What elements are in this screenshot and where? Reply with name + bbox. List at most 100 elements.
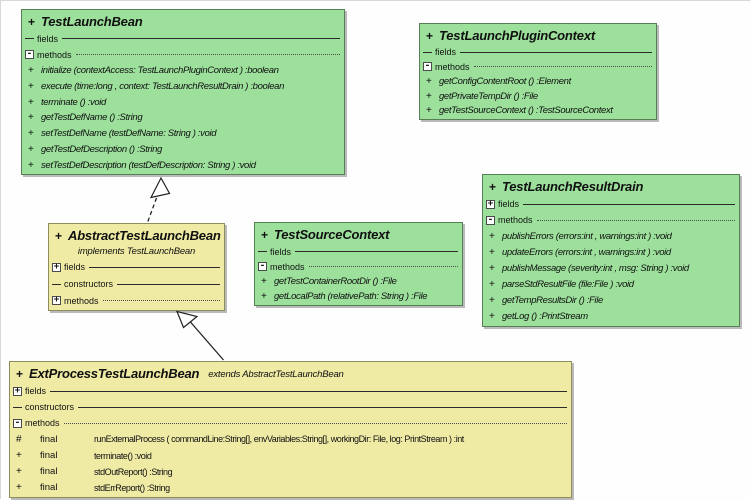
member-visibility: + — [28, 64, 34, 76]
section-label: methods — [64, 295, 99, 306]
member-row[interactable]: +publishMessage (severity:int , msg: Str… — [483, 261, 739, 277]
class-title-row[interactable]: +AbstractTestLaunchBean — [49, 225, 224, 245]
member-visibility: + — [28, 128, 34, 140]
collapse-icon[interactable]: - — [423, 61, 432, 72]
implements-clause: implements TestLaunchBean — [77, 246, 196, 257]
collapse-icon[interactable]: - — [486, 214, 495, 225]
class-title-row[interactable]: +TestLaunchResultDrain — [483, 176, 739, 196]
extends-clause: extends AbstractTestLaunchBean — [208, 369, 344, 380]
member-signature: getTestSourceContext () :TestSourceConte… — [439, 105, 613, 117]
section-rule — [89, 266, 220, 268]
member-row[interactable]: + getTestSourceContext () :TestSourceCont… — [420, 103, 656, 118]
member-signature: terminate () :void — [41, 96, 106, 108]
member-visibility: + — [261, 291, 267, 302]
member-row[interactable]: +getLog () :PrintStream — [483, 309, 739, 325]
section-row-fields: +fields — [10, 383, 571, 399]
expand-icon[interactable]: + — [52, 261, 61, 272]
member-visibility: + — [489, 295, 495, 307]
member-signature: getConfigContentRoot () :Element — [439, 75, 571, 87]
section-label: constructors — [25, 402, 75, 413]
collapse-icon[interactable]: - — [258, 261, 267, 271]
visibility-marker: + — [55, 228, 63, 243]
section-row-methods: +methods — [49, 292, 224, 309]
expand-icon[interactable]: + — [13, 385, 22, 396]
member-visibility: # — [16, 433, 22, 445]
class-box-testlaunchresultdrain[interactable]: +TestLaunchResultDrain+fields-methods+pu… — [482, 174, 740, 327]
class-name: ExtProcessTestLaunchBean — [29, 366, 200, 381]
member-visibility: + — [489, 279, 495, 291]
member-visibility: + — [16, 466, 22, 478]
member-modifier: final — [40, 482, 58, 494]
member-row[interactable]: +getTestDefName () :String — [22, 110, 344, 126]
member-signature: getTestDefName () :String — [41, 112, 143, 124]
member-signature: getTestContainerRootDir () :File — [274, 276, 397, 287]
section-rule — [117, 283, 220, 285]
section-label: methods — [498, 215, 533, 226]
member-row[interactable]: + setTestDefDescription (testDefDescripti… — [22, 157, 344, 173]
section-rule — [50, 390, 567, 392]
member-visibility: + — [28, 80, 34, 92]
section-label: methods — [25, 418, 60, 429]
member-signature: terminate() :void — [94, 450, 152, 461]
section-label: fields — [64, 262, 86, 273]
collapse-icon[interactable]: - — [13, 417, 22, 428]
section-rule — [473, 66, 652, 68]
member-row[interactable]: +getTestDefDescription () :String — [22, 141, 344, 157]
section-label: constructors — [64, 279, 114, 289]
member-row[interactable]: + terminate () :void — [22, 94, 344, 110]
class-name: TestSourceContext — [274, 227, 390, 242]
section-label: fields — [435, 47, 457, 58]
visibility-marker: + — [28, 14, 36, 29]
visibility-marker: + — [16, 366, 24, 381]
member-row[interactable]: +initialize (contextAccess: TestLaunchPl… — [22, 63, 344, 79]
class-title-row[interactable]: + ExtProcessTestLaunchBean extends Abstrac… — [10, 363, 571, 383]
member-row[interactable]: +execute (time:long , context: TestLaunc… — [22, 78, 344, 94]
member-visibility: + — [28, 159, 34, 171]
member-row[interactable]: +getPrivateTempDir () :File — [420, 89, 656, 104]
member-visibility: + — [16, 450, 22, 462]
member-signature: setTestDefDescription (testDefDescriptio… — [41, 159, 256, 171]
member-visibility: + — [28, 96, 34, 108]
dash-icon — [423, 51, 432, 53]
section-rule — [536, 219, 735, 221]
member-visibility: + — [426, 75, 432, 87]
class-title-row[interactable]: +TestSourceContext — [255, 224, 462, 244]
member-row[interactable]: + getTempResultsDir () :File — [483, 293, 739, 309]
member-row[interactable]: + getConfigContentRoot () :Element — [420, 74, 656, 89]
member-row[interactable]: +parseStdResultFile (file:File ) :void — [483, 277, 739, 293]
class-title-row[interactable]: +TestLaunchBean — [22, 11, 344, 31]
section-label: fields — [25, 386, 47, 397]
class-box-extprocesstestlaunchbean[interactable]: + ExtProcessTestLaunchBean extends Abstrac… — [9, 361, 572, 498]
section-row-methods: -methods — [255, 259, 462, 274]
member-signature: publishMessage (severity:int , msg: Stri… — [502, 263, 689, 275]
member-visibility: + — [28, 143, 34, 155]
member-signature: getTempResultsDir () :File — [502, 295, 603, 307]
member-visibility: + — [261, 276, 267, 287]
expand-icon[interactable]: + — [52, 295, 61, 306]
collapse-icon[interactable]: - — [25, 49, 34, 60]
section-row-methods: -methods — [10, 415, 571, 431]
member-row[interactable]: +updateErrors (errors:int , warnings:int… — [483, 244, 739, 260]
expand-icon[interactable]: + — [486, 198, 495, 209]
member-row[interactable]: +setTestDefName (testDefName: String ) :… — [22, 126, 344, 142]
section-row-fields: fields — [420, 45, 656, 60]
class-title-row[interactable]: +TestLaunchPluginContext — [420, 25, 656, 45]
member-signature: stdOutReport() :String — [94, 466, 173, 477]
member-signature: updateErrors (errors:int , warnings:int … — [502, 246, 671, 258]
member-row[interactable]: +getLocalPath (relativePath: String ) :F… — [255, 289, 462, 304]
member-row[interactable]: +publishErrors (errors:int , warnings:in… — [483, 228, 739, 244]
member-visibility: + — [426, 105, 432, 117]
section-row-fields: fields — [22, 31, 344, 47]
member-row[interactable]: + getTestContainerRootDir () :File — [255, 274, 462, 289]
dash-icon — [52, 283, 61, 285]
member-signature: getPrivateTempDir () :File — [439, 90, 538, 102]
